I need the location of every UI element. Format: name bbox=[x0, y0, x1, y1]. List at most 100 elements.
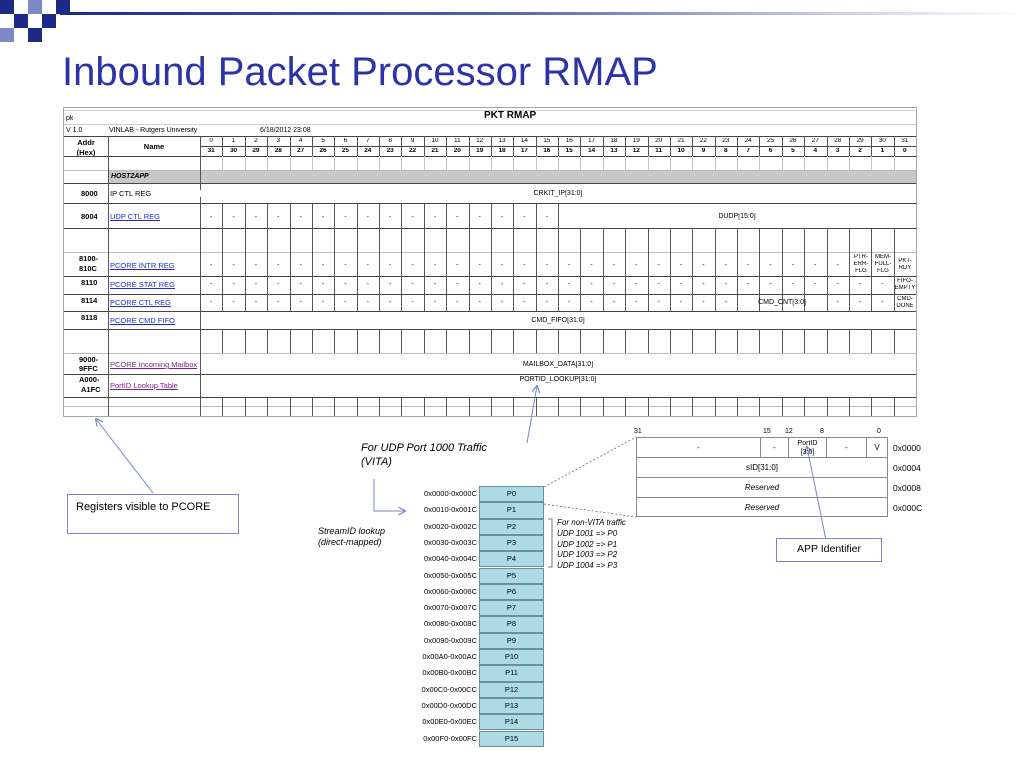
lookup-address: 0x0090-0x009C bbox=[424, 635, 477, 645]
reserved-bit-dash: - bbox=[791, 262, 795, 269]
bit-index-bottom: 0 bbox=[903, 148, 907, 154]
reserved-bit-dash: - bbox=[366, 262, 369, 269]
reg-mailbox-link[interactable]: PCORE Incoming Mailbox bbox=[110, 361, 198, 369]
bit-index-top: 9 bbox=[410, 138, 415, 144]
bit-index-top: 20 bbox=[655, 138, 663, 144]
reg-udp-ctl-link[interactable]: UDP CTL REG bbox=[110, 213, 161, 221]
field-ptr-err-3: FLG bbox=[855, 268, 867, 274]
lookup-address: 0x0060-0x006C bbox=[424, 586, 477, 596]
reserved-bit-dash: - bbox=[836, 262, 839, 269]
reserved-bit-dash: - bbox=[702, 262, 705, 269]
valid-bit: V bbox=[874, 443, 880, 452]
reserved-bit-dash: - bbox=[456, 262, 459, 269]
field-cmd-done: CMD- bbox=[897, 296, 913, 302]
reserved-bit-dash: - bbox=[590, 281, 593, 288]
reserved-bit-dash: - bbox=[254, 281, 258, 288]
sheet-org: VINLAB - Rutgers University bbox=[109, 127, 198, 134]
reserved-bit-dash: - bbox=[858, 299, 862, 306]
bit-index-top: 28 bbox=[834, 138, 842, 144]
reserved-bit-dash: - bbox=[523, 214, 526, 221]
reg-pcore-cmd-fifo-link[interactable]: PCORE CMD FIFO bbox=[110, 317, 175, 325]
addr-810c: 810C bbox=[79, 265, 97, 273]
reg-portid-link[interactable]: PortID Lookup Table bbox=[110, 382, 178, 390]
nonvita-note: For non-VITA traffic UDP 1001 => P0 UDP … bbox=[557, 518, 626, 572]
bit-index-bottom: 25 bbox=[341, 148, 350, 154]
title-rule bbox=[60, 12, 1024, 15]
bit-index-bottom: 6 bbox=[768, 148, 773, 154]
reg-pcore-stat-link[interactable]: PCORE STAT REG bbox=[110, 281, 176, 289]
reserved-bit-dash: - bbox=[277, 262, 280, 269]
field-portid-lookup: PORTID_LOOKUP[31:0] bbox=[519, 376, 597, 383]
reserved-bit-dash: - bbox=[321, 214, 325, 221]
bit-8: 8 bbox=[820, 428, 824, 435]
bit-index-bottom: 16 bbox=[543, 148, 551, 154]
reg-pcore-ctl-link[interactable]: PCORE CTL REG bbox=[110, 299, 171, 307]
reserved-bit-dash: - bbox=[232, 281, 235, 288]
reserved-field: Reserved bbox=[744, 503, 780, 512]
reserved-bit-dash: - bbox=[277, 214, 280, 221]
reserved-bit-dash: - bbox=[679, 281, 683, 288]
field-fifo-empty: FIFO- bbox=[897, 278, 913, 284]
reserved-bit-dash: - bbox=[254, 262, 258, 269]
bit-index-top: 24 bbox=[744, 138, 752, 144]
reserved-bit-dash: - bbox=[277, 299, 280, 306]
lookup-slot-p11: P11 bbox=[479, 665, 544, 682]
bit-index-top: 23 bbox=[722, 138, 730, 144]
field-pkt-rdy-2: RDY bbox=[898, 265, 912, 271]
addr-8004: 8004 bbox=[81, 213, 98, 221]
bit-index-bottom: 24 bbox=[364, 148, 372, 154]
bit-index-top: 13 bbox=[498, 138, 506, 144]
nonvita-line: For non-VITA traffic bbox=[557, 518, 626, 527]
reserved-bit-dash: - bbox=[814, 281, 817, 288]
lookup-slot-p15: P15 bbox=[479, 730, 544, 747]
reserved-bit-dash: - bbox=[881, 299, 884, 306]
field-dudp: DUDP[15:0] bbox=[718, 213, 756, 220]
reserved-bit-dash: - bbox=[679, 262, 683, 269]
lookup-slot-p0: P0 bbox=[479, 486, 544, 503]
reserved-bit-dash: - bbox=[836, 281, 839, 288]
bit-index-bottom: 22 bbox=[408, 148, 417, 154]
reserved-bit-dash: - bbox=[635, 262, 638, 269]
reserved-bit-dash: - bbox=[299, 262, 302, 269]
lookup-slot-p14: P14 bbox=[479, 714, 544, 731]
lookup-address: 0x0040-0x004C bbox=[424, 554, 477, 564]
bit-index-top: 18 bbox=[610, 138, 618, 144]
lookup-slot-p10: P10 bbox=[479, 649, 544, 666]
bit-index-bottom: 5 bbox=[791, 148, 795, 154]
reserved-bit-dash: - bbox=[478, 214, 481, 221]
bit-index-bottom: 14 bbox=[587, 148, 596, 154]
bit-index-top: 15 bbox=[543, 138, 551, 144]
reserved-bit-dash: - bbox=[210, 299, 213, 306]
reserved-bit-dash: - bbox=[433, 299, 437, 306]
reserved-bit-dash: - bbox=[344, 281, 347, 288]
reserved-bit-dash: - bbox=[299, 214, 302, 221]
bit-index-top: 12 bbox=[476, 138, 484, 144]
reserved-bit-dash: - bbox=[366, 214, 369, 221]
sheet-title: PKT RMAP bbox=[484, 111, 537, 121]
field-cmd-done-2: DONE bbox=[896, 303, 914, 309]
lookup-slot-p9: P9 bbox=[479, 632, 544, 649]
reg-pcore-intr-link[interactable]: PCORE INTR REG bbox=[110, 262, 175, 270]
addr-8114: 8114 bbox=[81, 297, 98, 305]
bit-index-top: 4 bbox=[298, 138, 303, 144]
bit-index-bottom: 20 bbox=[453, 148, 461, 154]
registers-visible-text: Registers visible to PCORE bbox=[76, 501, 211, 513]
reserved-bit-dash: - bbox=[702, 299, 705, 306]
reserved-field: Reserved bbox=[744, 483, 780, 492]
bit-index-bottom: 3 bbox=[835, 148, 840, 154]
lookup-slot-p5: P5 bbox=[479, 567, 544, 584]
field-mem-full-3: FLG bbox=[877, 268, 889, 274]
reserved-bit-dash: - bbox=[366, 281, 369, 288]
reserved-bit-dash: - bbox=[545, 299, 548, 306]
bit-index-top: 27 bbox=[811, 138, 819, 144]
port-addr: 0x000C bbox=[893, 503, 923, 513]
field-cmd-cnt: CMD_CNT[3:0] bbox=[758, 299, 806, 306]
reserved-bit-dash: - bbox=[612, 299, 616, 306]
sid-field: sID[31:0] bbox=[745, 463, 778, 472]
port-addr: 0x0004 bbox=[893, 463, 921, 473]
reserved-bit-dash: - bbox=[433, 214, 437, 221]
bit-index-bottom: 19 bbox=[476, 148, 484, 154]
field-mailbox-data: MAILBOX_DATA[31:0] bbox=[522, 361, 594, 368]
udp-port-line1: For UDP Port 1000 Traffic bbox=[361, 442, 487, 454]
port-entry-table: - - PortID [3:0] - V sID[31:0] Reserved … bbox=[636, 437, 888, 517]
